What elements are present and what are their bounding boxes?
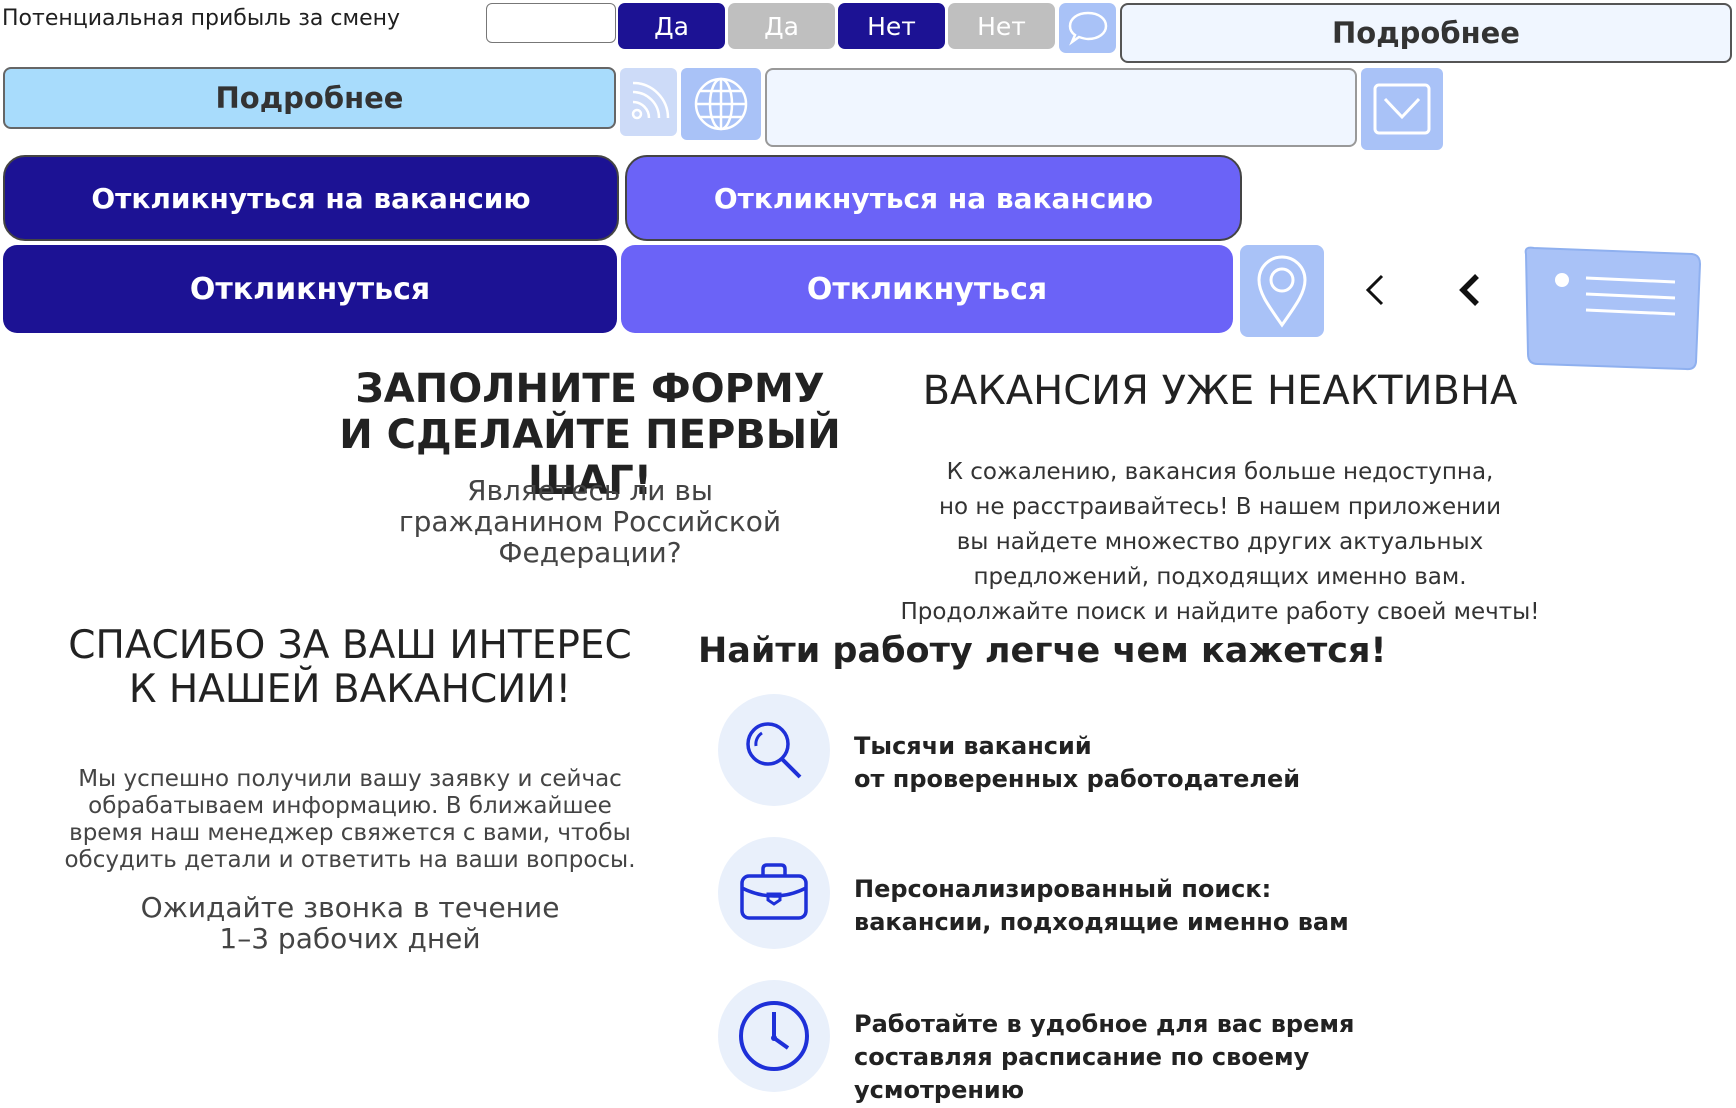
apply-vacancy-button-secondary[interactable]: Откликнуться на вакансию xyxy=(625,155,1242,241)
no-toggle-active[interactable]: Нет xyxy=(838,3,945,49)
globe-button[interactable] xyxy=(681,68,761,140)
more-button-outline[interactable]: Подробнее xyxy=(1120,3,1732,63)
message-input[interactable] xyxy=(765,68,1357,147)
apply-vacancy-button-primary[interactable]: Откликнуться на вакансию xyxy=(3,155,619,241)
briefcase-icon xyxy=(740,863,808,920)
wait-call-text: Ожидайте звонка в течение 1–3 рабочих дн… xyxy=(140,891,560,955)
location-pin-icon xyxy=(1257,255,1307,328)
feature-circle xyxy=(718,980,830,1092)
form-title: ЗАПОЛНИТЕ ФОРМУ И СДЕЛАЙТЕ ПЕРВЫЙ ШАГ! xyxy=(339,366,841,504)
rss-button[interactable] xyxy=(620,68,677,136)
globe-icon xyxy=(694,77,748,131)
apply-button-primary[interactable]: Откликнуться xyxy=(3,245,617,333)
clock-icon xyxy=(739,1001,809,1071)
rss-icon xyxy=(631,81,669,120)
no-toggle-disabled[interactable]: Нет xyxy=(948,3,1055,49)
profit-label: Потенциальная прибыль за смену xyxy=(2,6,401,31)
apply-button-secondary[interactable]: Откликнуться xyxy=(621,245,1233,333)
mail-button[interactable] xyxy=(1361,68,1443,150)
feature-item-briefcase: Персонализированный поиск: вакансии, под… xyxy=(718,837,1518,952)
features-title: Найти работу легче чем кажется! xyxy=(698,631,1387,671)
chat-bubble-icon xyxy=(1068,11,1107,46)
search-icon xyxy=(746,722,802,779)
feature-item-search: Тысячи вакансий от проверенных работодат… xyxy=(718,694,1518,809)
inactive-text: К сожалению, вакансия больше недоступна,… xyxy=(900,459,1540,625)
more-button-light[interactable]: Подробнее xyxy=(3,67,616,129)
citizenship-question: Являетесь ли вы гражданином Российской Ф… xyxy=(398,474,782,569)
document-card-icon xyxy=(1520,244,1702,378)
feature-circle xyxy=(718,694,830,806)
chevron-left-thin-icon[interactable] xyxy=(1364,272,1386,312)
yes-toggle-disabled[interactable]: Да xyxy=(728,3,835,49)
inactive-title: ВАКАНСИЯ УЖЕ НЕАКТИВНА xyxy=(922,368,1518,414)
chat-button[interactable] xyxy=(1059,3,1116,53)
thanks-title: СПАСИБО ЗА ВАШ ИНТЕРЕС К НАШЕЙ ВАКАНСИИ! xyxy=(68,623,632,712)
location-button[interactable] xyxy=(1240,245,1324,337)
feature-item-clock: Работайте в удобное для вас время состав… xyxy=(718,980,1518,1105)
profit-input[interactable] xyxy=(486,3,616,43)
thanks-text: Мы успешно получили вашу заявку и сейчас… xyxy=(64,766,636,873)
feature-circle xyxy=(718,837,830,949)
yes-toggle-active[interactable]: Да xyxy=(618,3,725,49)
chevron-left-bold-icon[interactable] xyxy=(1458,272,1482,312)
mail-icon xyxy=(1373,83,1431,135)
